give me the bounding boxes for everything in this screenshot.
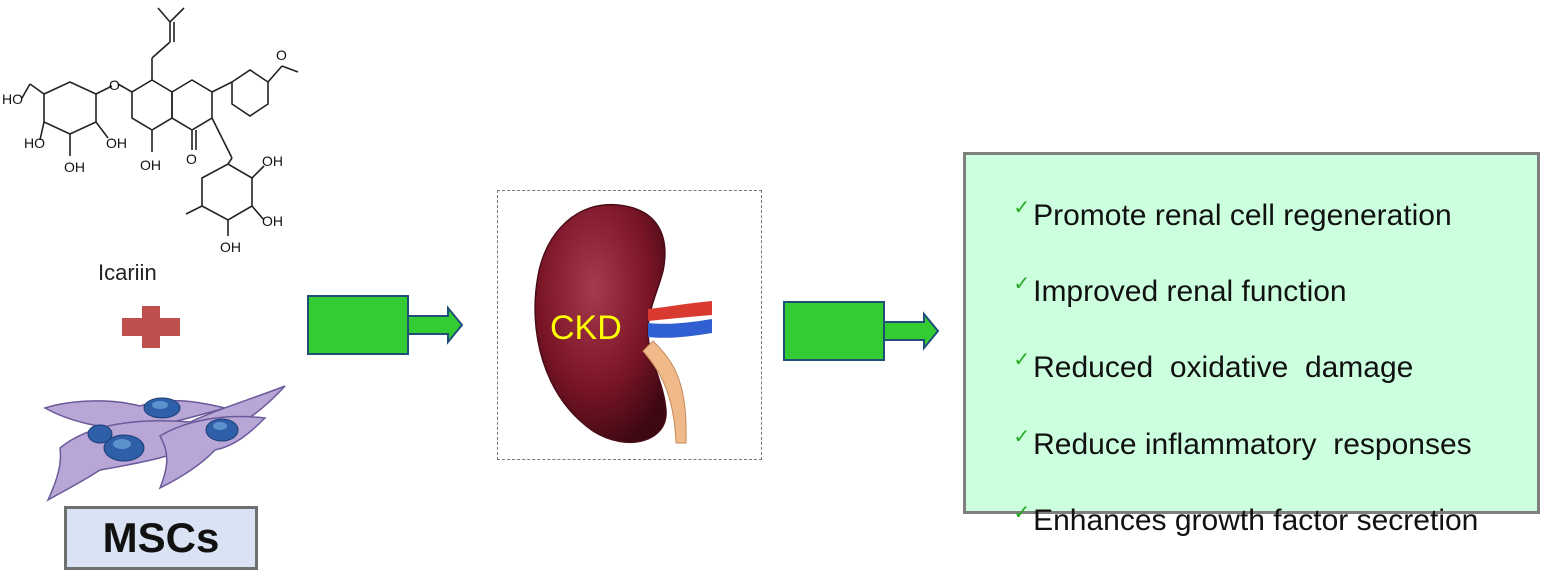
atom-oh: OH <box>106 135 127 151</box>
kidney-panel: CKD <box>497 190 762 460</box>
atom-oh: OH <box>262 213 283 229</box>
plus-icon <box>122 306 180 348</box>
outcomes-box: ✓Promote renal cell regeneration ✓Improv… <box>963 152 1540 537</box>
atom-oh: OH <box>220 239 241 255</box>
ckd-label: CKD <box>550 309 622 347</box>
kidney-illustration: CKD <box>534 203 712 444</box>
outcome-text: Reduce inflammatory responses <box>1033 428 1472 461</box>
outcome-item: ✓Enhances growth factor secretion <box>980 470 1478 572</box>
arrow-right-icon <box>307 295 464 355</box>
check-icon: ✓ <box>1013 273 1031 295</box>
atom-oh: OH <box>140 157 161 173</box>
atom-ho: HO <box>24 135 45 151</box>
atom-o: O <box>109 77 120 93</box>
outcome-text: Reduced oxidative damage <box>1033 351 1414 384</box>
msc-label: MSCs <box>102 514 220 561</box>
outcome-text: Enhances growth factor secretion <box>1033 504 1479 537</box>
outcome-text: Promote renal cell regeneration <box>1033 199 1452 232</box>
outcome-item: ✓Reduced oxidative damage <box>980 317 1413 419</box>
check-icon: ✓ <box>1013 502 1031 524</box>
msc-cells-illustration <box>43 385 286 502</box>
atom-oh: OH <box>262 153 283 169</box>
outcome-text: Improved renal function <box>1033 275 1347 308</box>
outcome-item: ✓Promote renal cell regeneration <box>980 165 1452 267</box>
atom-ho: HO <box>2 91 23 107</box>
atom-oh: OH <box>64 159 85 175</box>
check-icon: ✓ <box>1013 349 1031 371</box>
outcome-item: ✓Reduce inflammatory responses <box>980 394 1472 496</box>
atom-o: O <box>186 151 197 167</box>
icariin-label: Icariin <box>98 260 157 285</box>
check-icon: ✓ <box>1013 426 1031 448</box>
check-icon: ✓ <box>1013 197 1031 219</box>
icariin-structure: HO HO OH OH OH O O OH OH OH O <box>2 7 299 255</box>
outcome-item: ✓Improved renal function <box>980 241 1347 343</box>
msc-label-box: MSCs <box>64 506 258 570</box>
arrow-right-icon <box>783 301 940 361</box>
atom-o: O <box>276 47 287 63</box>
